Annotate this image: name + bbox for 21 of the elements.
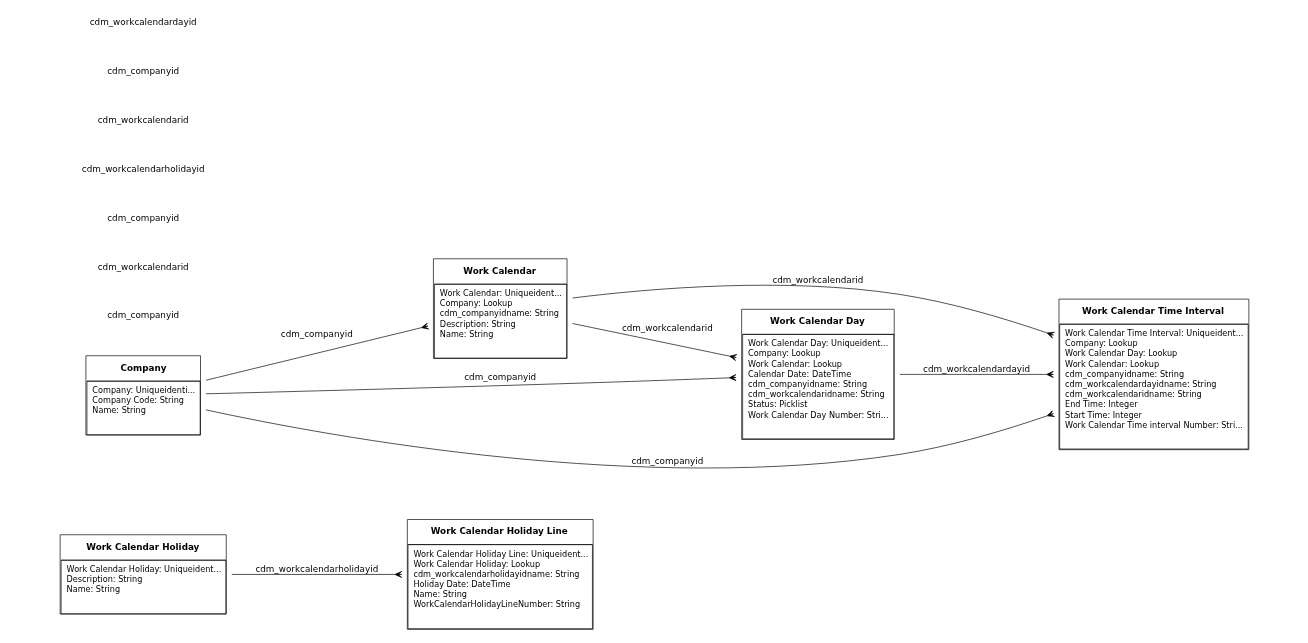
label: cdm_companyid: [106, 310, 179, 321]
edge-label: cdm_companyid: [280, 329, 353, 340]
edge-label: cdm_workcalendardayid: [922, 363, 1030, 374]
edge-label: cdm_workcalendarid: [621, 323, 713, 334]
edge-label: cdm_companyid: [463, 372, 536, 383]
connector: [205, 374, 736, 395]
label: cdm_workcalendarid: [97, 115, 189, 126]
connector: [571, 284, 1055, 339]
edge-label: cdm_companyid: [630, 455, 703, 466]
connector: [899, 371, 1054, 378]
label: cdm_workcalendardayid: [89, 17, 197, 28]
edge-label: cdm_workcalendarholidayid: [254, 563, 378, 574]
connector: [205, 409, 1055, 469]
connector: [571, 323, 737, 361]
connector: [205, 322, 429, 381]
label: cdm_workcalendarholidayid: [81, 163, 205, 174]
label: cdm_companyid: [106, 66, 179, 77]
label: cdm_workcalendarid: [97, 261, 189, 272]
edge-label: cdm_workcalendarid: [771, 275, 863, 286]
connector: [230, 571, 402, 578]
label: cdm_companyid: [106, 212, 179, 223]
